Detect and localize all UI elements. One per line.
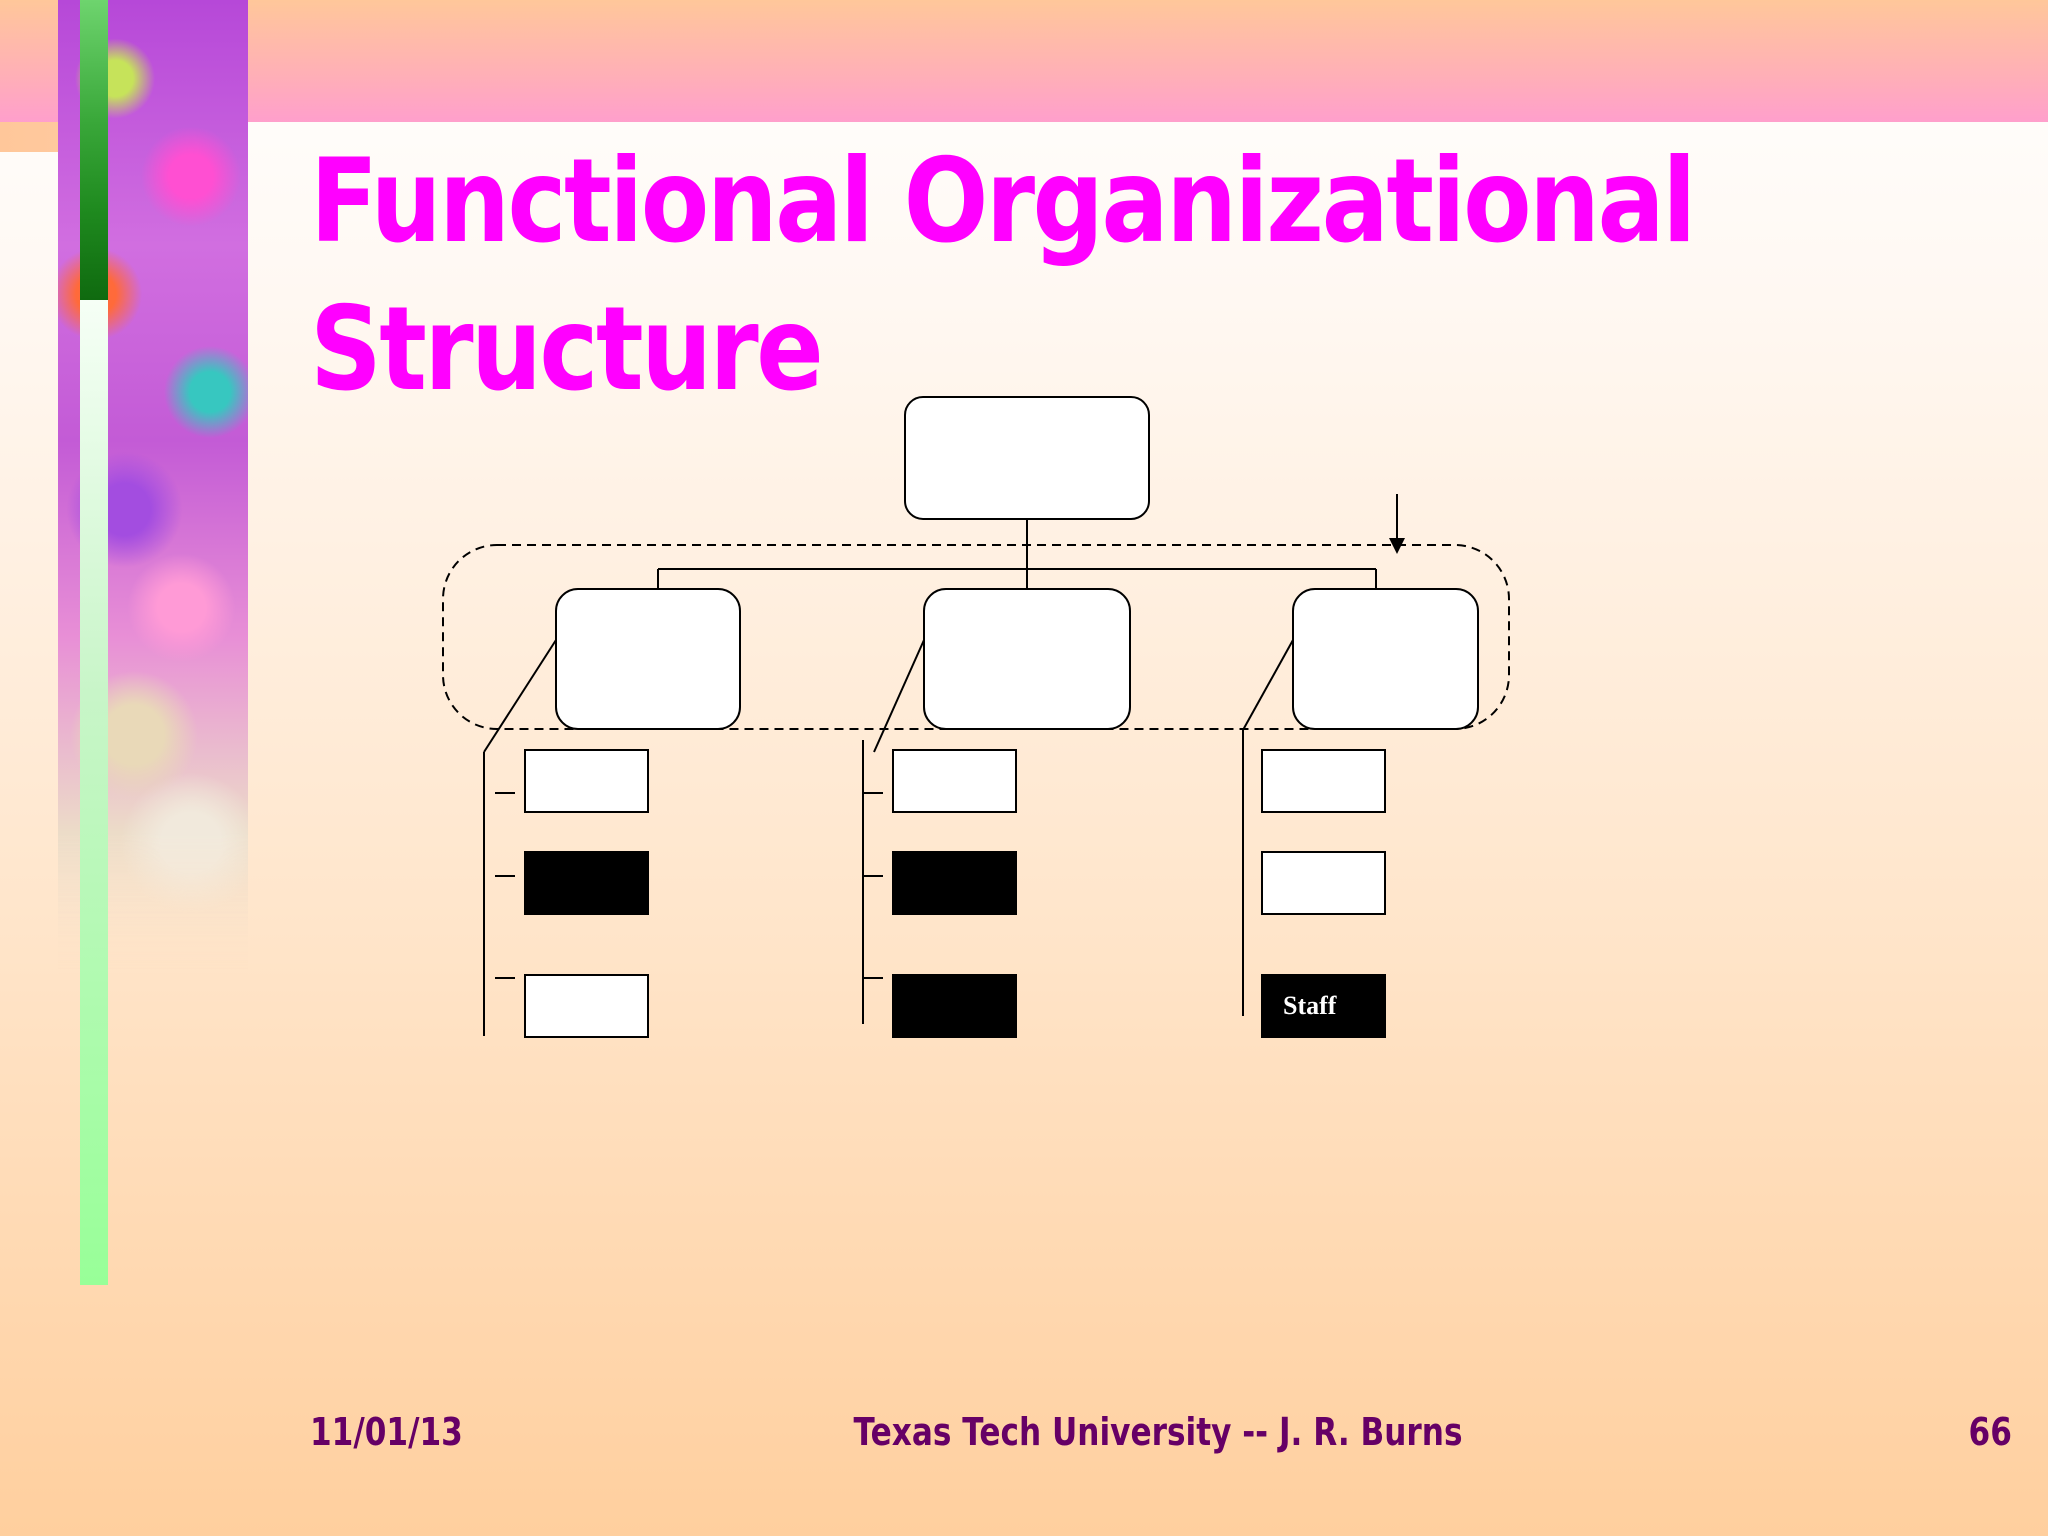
green-accent-bar-top: [80, 0, 108, 300]
col1-unit-1: [524, 749, 649, 813]
staff-label: Staff: [1283, 991, 1337, 1020]
green-accent-bar-bottom: [80, 300, 108, 1285]
department-box-1: [555, 588, 741, 730]
col1-unit-3: [524, 974, 649, 1038]
col2-unit-2: [892, 851, 1017, 915]
footer-page-number: 66: [1968, 1410, 2012, 1454]
staff-box: [1261, 974, 1386, 1038]
top-decorative-band: [0, 0, 2048, 122]
slide-title: Functional Organizational Structure: [310, 128, 1696, 424]
footer-date: 11/01/13: [310, 1410, 463, 1454]
col2-diagonal: [873, 639, 925, 753]
col1-unit-2: [524, 851, 649, 915]
col3-diagonal: [1242, 639, 1294, 731]
footer-credit: Texas Tech University -- J. R. Burns: [853, 1410, 1463, 1454]
executive-box: [904, 396, 1150, 520]
slide-title-line-2: Structure: [310, 282, 824, 417]
col2-unit-1: [892, 749, 1017, 813]
col3-unit-2: [1261, 851, 1386, 915]
col3-unit-1: [1261, 749, 1386, 813]
department-box-2: [923, 588, 1131, 730]
col1-diagonal: [483, 639, 557, 753]
col2-unit-3: [892, 974, 1017, 1038]
slide-title-line-1: Functional Organizational: [310, 134, 1696, 269]
boundary-arrow-head: [1389, 538, 1405, 554]
department-box-3: [1292, 588, 1479, 730]
